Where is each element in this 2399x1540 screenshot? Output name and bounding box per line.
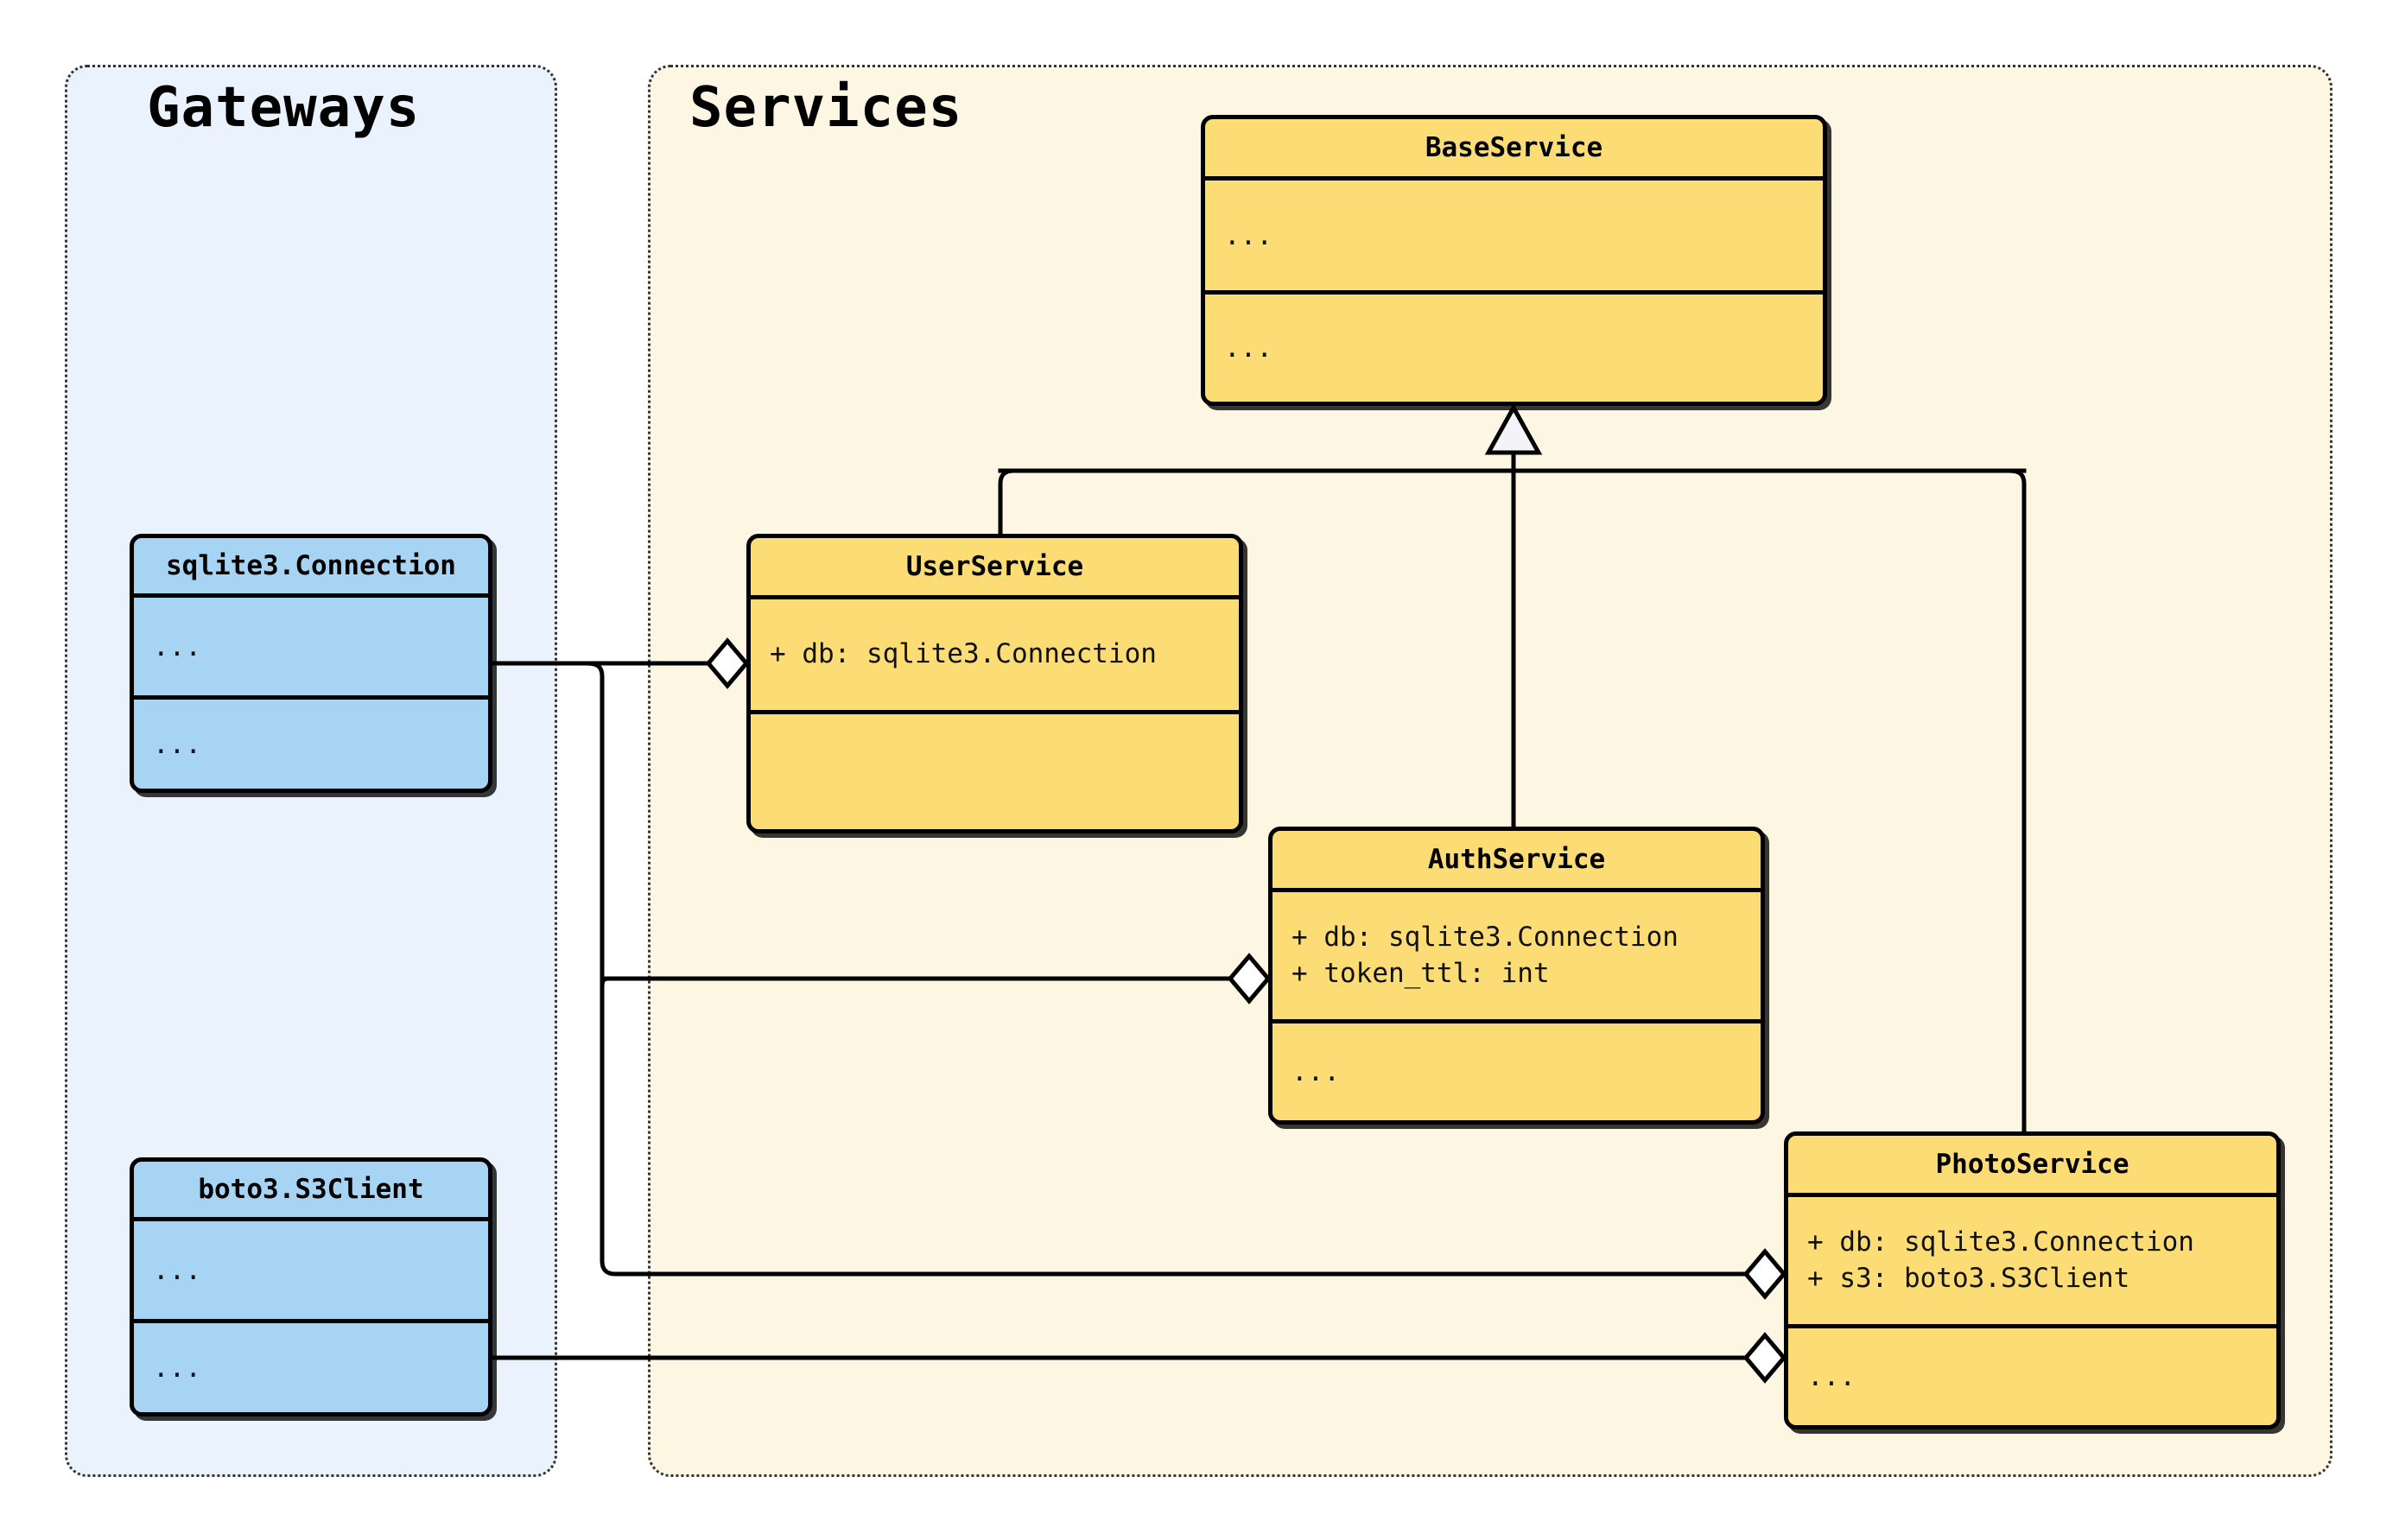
class-methods-boto3-s3client: ... bbox=[134, 1319, 488, 1412]
class-name-userservice: UserService bbox=[905, 551, 1084, 582]
attribute-item: + db: sqlite3.Connection bbox=[1807, 1226, 2194, 1258]
class-attributes-userservice: + db: sqlite3.Connection bbox=[751, 595, 1239, 710]
package-gateways-title: Gateways bbox=[147, 76, 421, 140]
attribute-item: + db: sqlite3.Connection bbox=[1292, 922, 1679, 954]
class-attributes-authservice: + db: sqlite3.Connection + token_ttl: in… bbox=[1272, 888, 1761, 1019]
class-baseservice[interactable]: BaseService ... ... bbox=[1201, 115, 1827, 406]
attribute-item: + token_ttl: int bbox=[1292, 957, 1550, 989]
class-header-baseservice: BaseService bbox=[1205, 119, 1823, 176]
class-attributes-boto3-s3client: ... bbox=[134, 1217, 488, 1319]
class-name-baseservice: BaseService bbox=[1425, 132, 1603, 163]
class-name-authservice: AuthService bbox=[1427, 844, 1606, 875]
class-boto3-s3client[interactable]: boto3.S3Client ... ... bbox=[130, 1157, 492, 1416]
class-name-sqlite3-connection: sqlite3.Connection bbox=[166, 550, 456, 581]
class-name-photoservice: PhotoService bbox=[1935, 1149, 2129, 1180]
class-methods-baseservice: ... bbox=[1205, 290, 1823, 402]
class-header-userservice: UserService bbox=[751, 538, 1239, 595]
attribute-item: ... bbox=[153, 1254, 201, 1286]
class-methods-userservice bbox=[751, 710, 1239, 829]
class-header-authservice: AuthService bbox=[1272, 831, 1761, 888]
attribute-item: + db: sqlite3.Connection bbox=[770, 638, 1157, 670]
class-methods-sqlite3-connection: ... bbox=[134, 695, 488, 789]
method-item: ... bbox=[1807, 1361, 1856, 1392]
class-header-boto3-s3client: boto3.S3Client bbox=[134, 1162, 488, 1217]
class-name-boto3-s3client: boto3.S3Client bbox=[198, 1174, 424, 1205]
attribute-item: ... bbox=[1224, 219, 1272, 251]
method-item: ... bbox=[153, 728, 201, 760]
class-attributes-baseservice: ... bbox=[1205, 176, 1823, 290]
method-item: ... bbox=[1292, 1056, 1340, 1087]
class-sqlite3-connection[interactable]: sqlite3.Connection ... ... bbox=[130, 534, 492, 793]
class-attributes-sqlite3-connection: ... bbox=[134, 593, 488, 695]
method-item: ... bbox=[153, 1352, 201, 1384]
class-header-photoservice: PhotoService bbox=[1788, 1136, 2276, 1193]
class-attributes-photoservice: + db: sqlite3.Connection + s3: boto3.S3C… bbox=[1788, 1193, 2276, 1324]
attribute-item: + s3: boto3.S3Client bbox=[1807, 1262, 2130, 1294]
class-methods-photoservice: ... bbox=[1788, 1324, 2276, 1425]
attribute-item: ... bbox=[153, 631, 201, 662]
class-userservice[interactable]: UserService + db: sqlite3.Connection bbox=[746, 534, 1243, 833]
package-services-title: Services bbox=[689, 76, 963, 140]
method-item: ... bbox=[1224, 333, 1272, 364]
class-methods-authservice: ... bbox=[1272, 1019, 1761, 1120]
class-authservice[interactable]: AuthService + db: sqlite3.Connection + t… bbox=[1268, 827, 1765, 1125]
class-photoservice[interactable]: PhotoService + db: sqlite3.Connection + … bbox=[1784, 1131, 2281, 1429]
class-header-sqlite3-connection: sqlite3.Connection bbox=[134, 538, 488, 593]
